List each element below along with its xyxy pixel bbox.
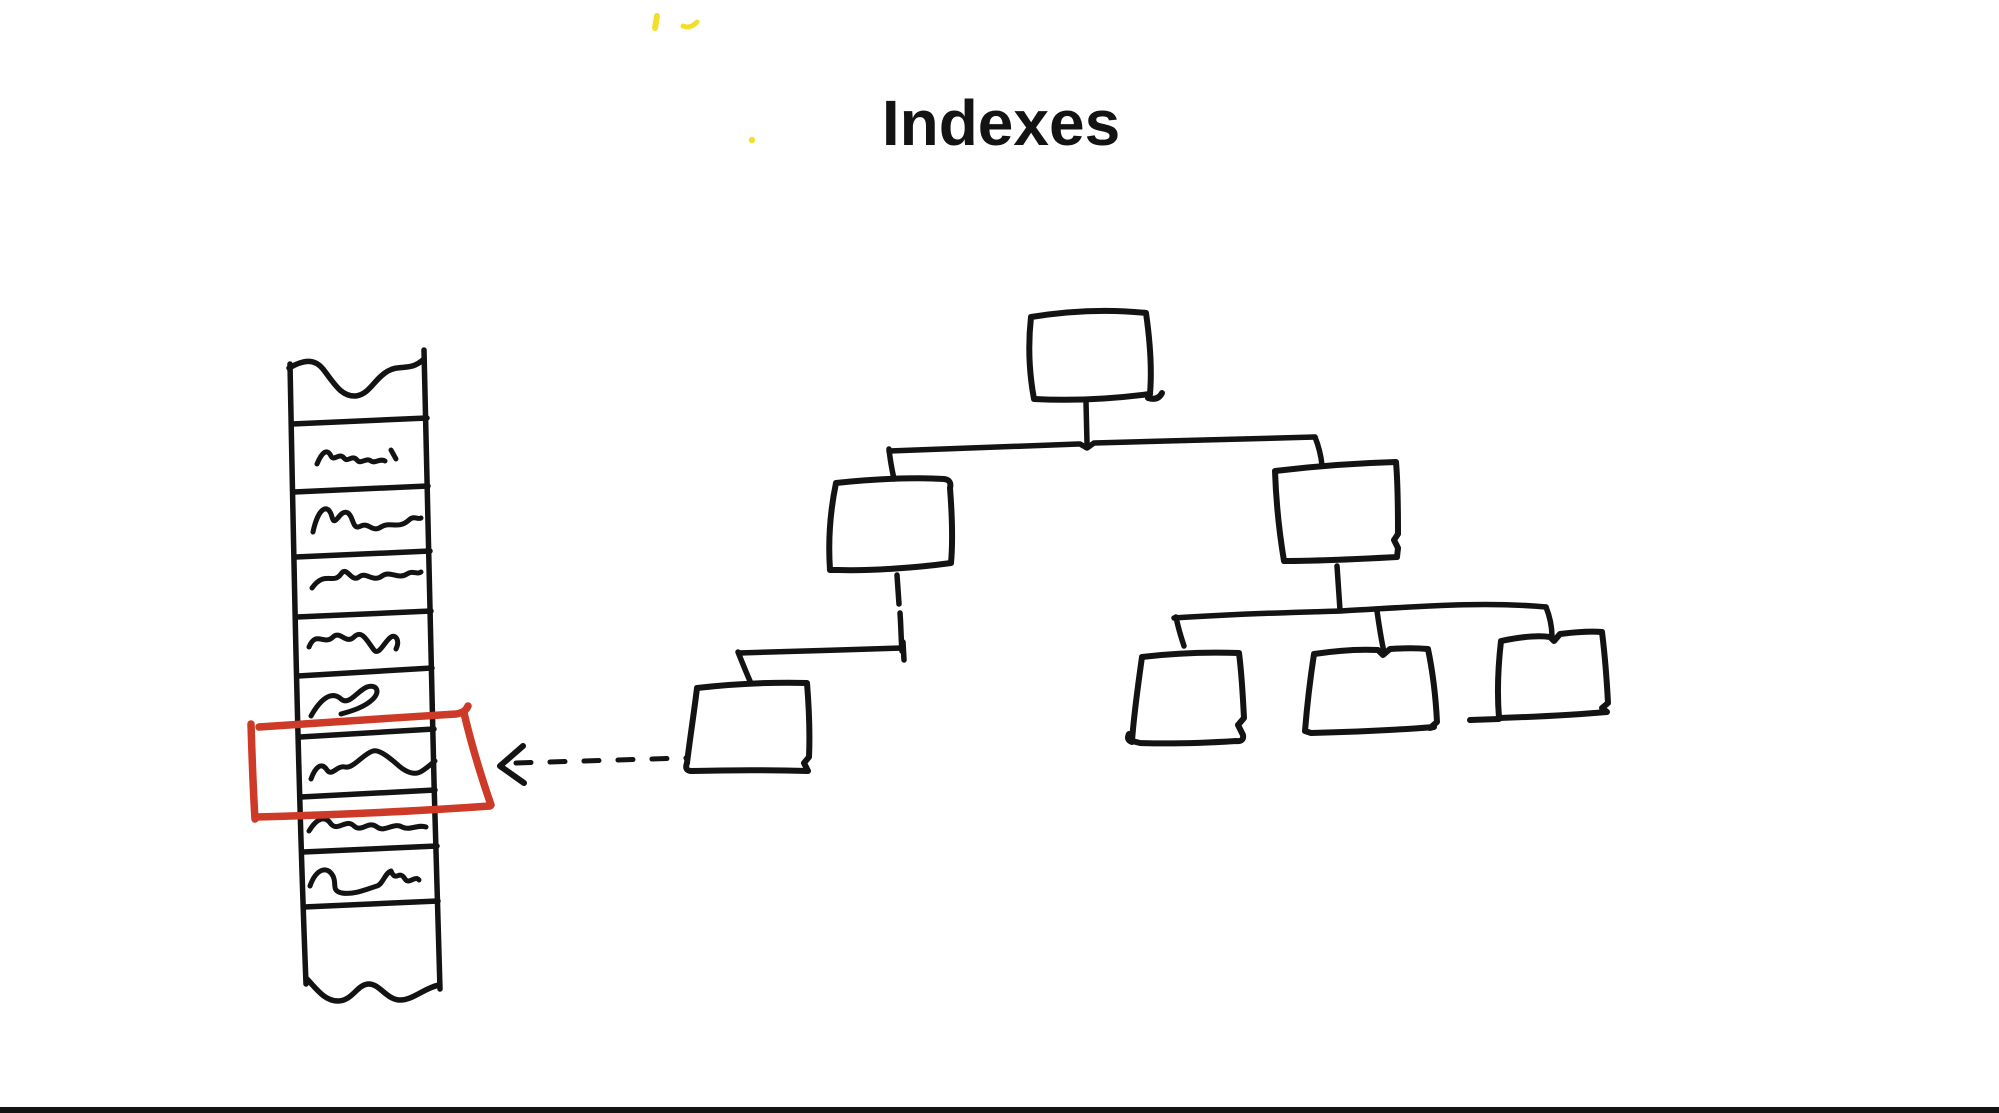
arrow-head-icon — [497, 743, 527, 786]
table-row-divider — [297, 726, 437, 740]
tree-connector — [736, 645, 906, 656]
table-row-divider — [293, 548, 433, 560]
table-row-divider — [291, 483, 431, 495]
tree-connector — [1171, 601, 1549, 621]
tree-connector — [1374, 608, 1387, 655]
table-row-squiggle — [314, 449, 388, 467]
table-sketch — [286, 347, 443, 1004]
tree-node-internal-left — [826, 475, 956, 574]
tree-connector — [886, 434, 1318, 454]
highlight-rect-bottom — [253, 802, 494, 821]
tree-node-box — [1026, 307, 1154, 403]
tree-connector — [1083, 399, 1090, 446]
highlight-rect — [247, 702, 495, 823]
table-row-divider — [301, 898, 441, 910]
table-row-squiggle — [310, 506, 424, 535]
page-title: Indexes — [882, 87, 1120, 159]
table-row-squiggle — [306, 631, 401, 654]
tree-node-box — [683, 679, 813, 774]
highlight-rect-top — [255, 702, 472, 731]
tree-node-leaf-3 — [1467, 628, 1611, 723]
table-row-divider — [300, 843, 440, 855]
table-row-divider — [294, 608, 434, 620]
table-row-squiggle — [309, 569, 424, 591]
marker-fleck-icon — [748, 136, 756, 144]
tree-connector — [1173, 614, 1187, 649]
pointer-arrow — [497, 743, 689, 786]
tree-connector — [1312, 434, 1325, 468]
tree-node-box — [1272, 459, 1401, 564]
tree-node-leaf-1 — [1125, 649, 1247, 747]
table-row-squiggle-highlighted — [308, 748, 438, 782]
tree-sketch — [683, 307, 1611, 774]
highlight-rect-right — [460, 709, 495, 809]
table-row-divider — [295, 665, 435, 679]
table-torn-top-edge — [286, 356, 427, 399]
tree-node-box-tail — [1125, 731, 1135, 745]
highlight-rect-left — [247, 720, 259, 823]
tree-connector — [894, 572, 902, 607]
tree-node-leaf-2 — [1302, 645, 1440, 736]
tree-connector — [900, 639, 907, 663]
table-row-scribbles — [306, 447, 438, 896]
marker-flecks — [652, 13, 756, 144]
tree-node-box — [1129, 649, 1247, 747]
tree-node-box — [1302, 645, 1440, 736]
tree-node-leaf-left — [683, 679, 813, 774]
arrow-dashes — [513, 755, 689, 766]
tree-connector — [735, 649, 753, 684]
table-row-squiggle — [306, 816, 429, 834]
tree-connector — [1543, 604, 1555, 640]
table-row-dividers — [289, 415, 441, 910]
tree-node-box-tail — [1467, 716, 1502, 723]
table-row-squiggle — [307, 867, 422, 896]
tree-node-box — [826, 475, 956, 574]
table-row-squiggle — [388, 447, 399, 462]
tree-connectors — [735, 399, 1555, 684]
table-torn-bottom-edge — [303, 975, 442, 1004]
table-row-squiggle — [308, 683, 380, 719]
table-row-divider — [298, 787, 438, 800]
tree-node-box-tail — [1145, 390, 1165, 402]
table-row-divider — [289, 415, 430, 427]
tree-node-root — [1026, 307, 1165, 403]
marker-fleck-icon — [652, 13, 660, 31]
tree-node-internal-right — [1272, 459, 1401, 564]
marker-fleck-icon — [680, 19, 700, 30]
tree-node-box — [1494, 628, 1611, 721]
tree-connector — [1334, 563, 1343, 613]
